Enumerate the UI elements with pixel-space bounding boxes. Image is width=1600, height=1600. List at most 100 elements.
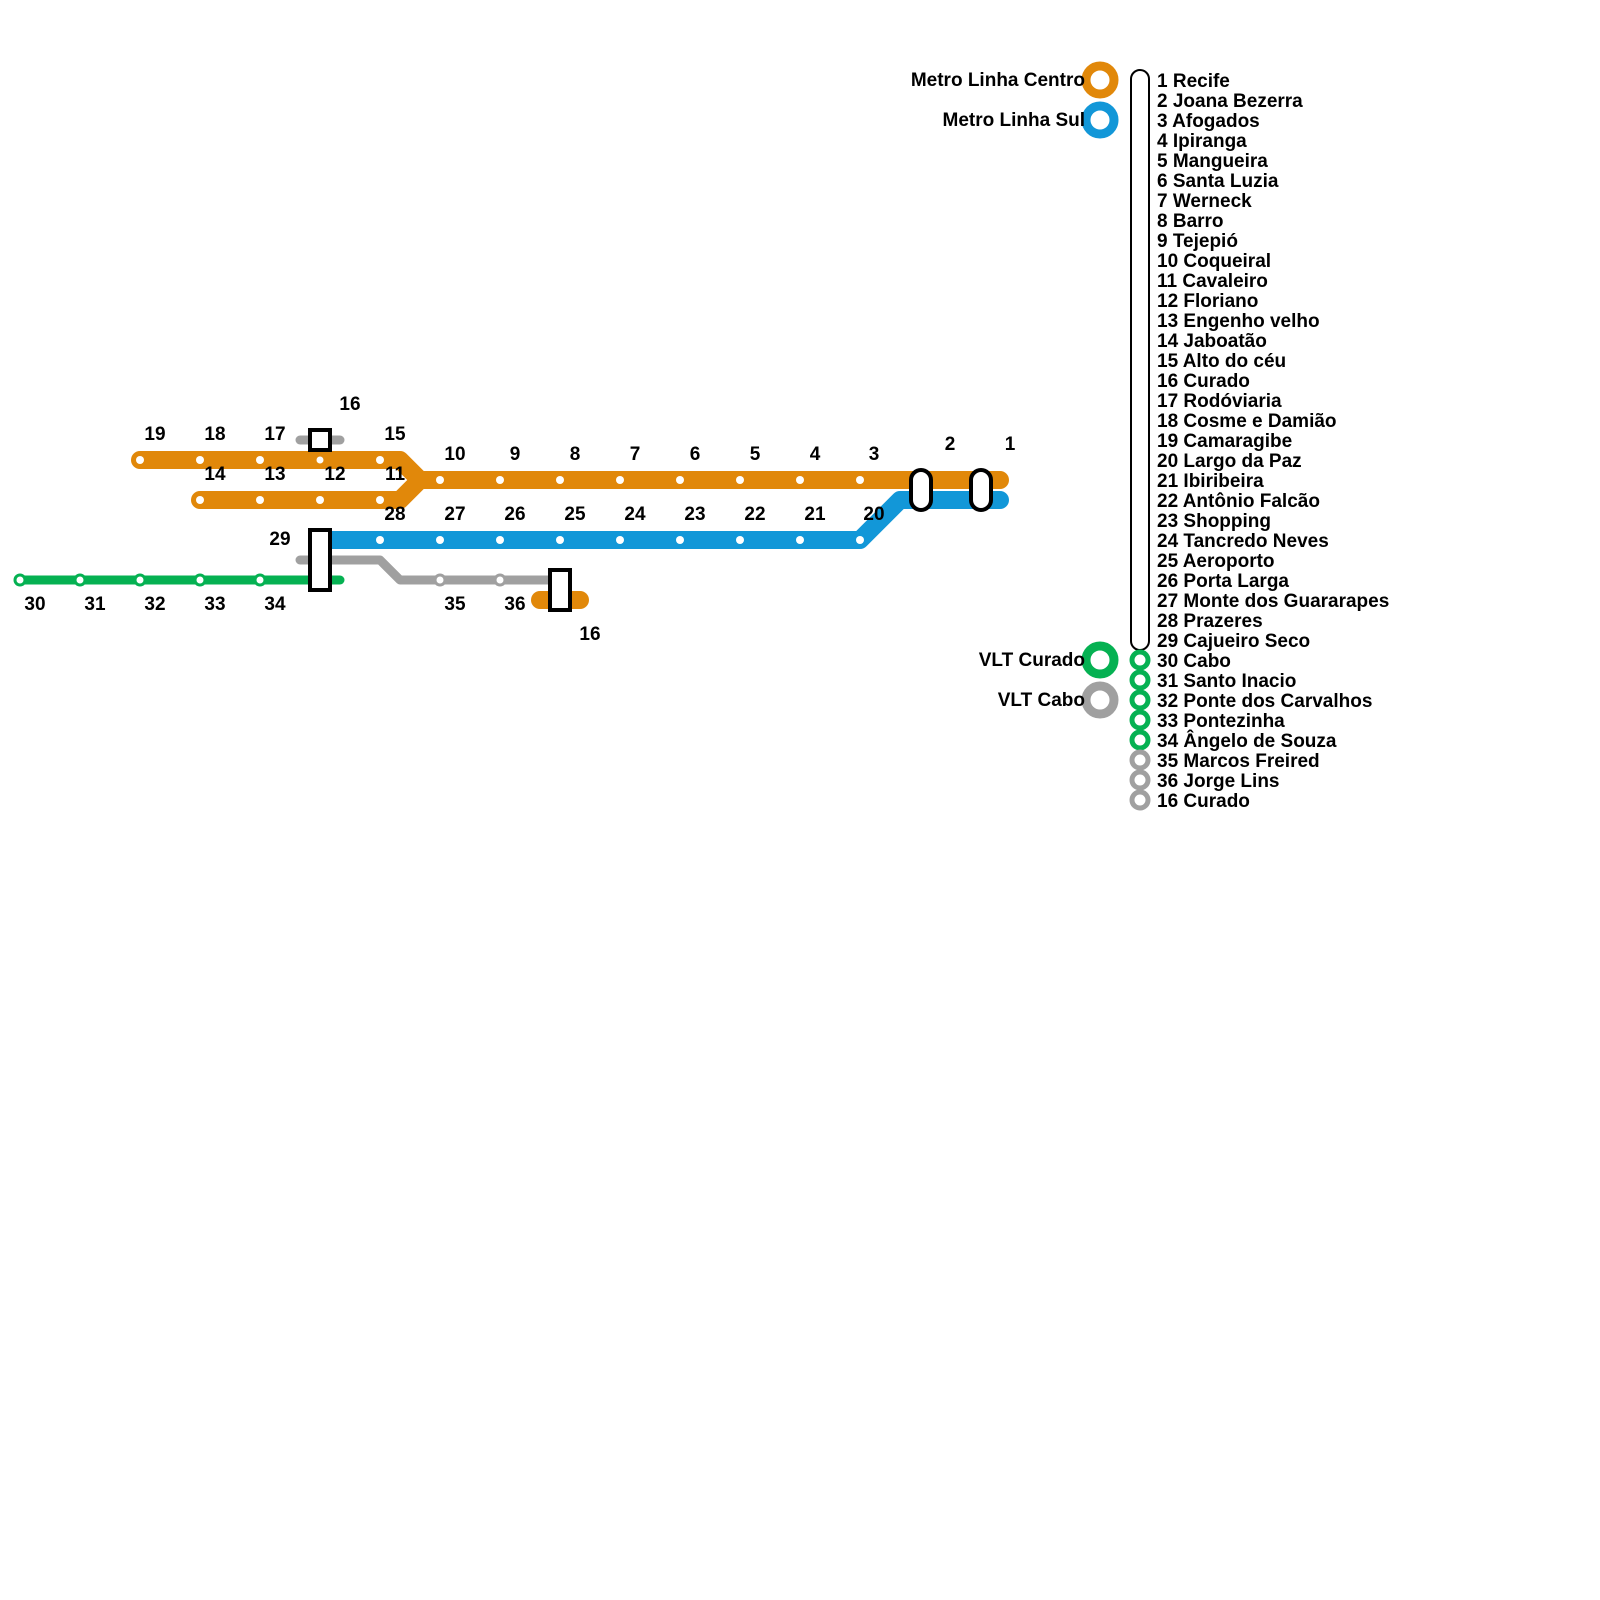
legend-station-marker [1129, 769, 1151, 791]
station-label-30[interactable]: 30 [24, 594, 45, 615]
station-label-22[interactable]: 22 [744, 504, 765, 525]
station-dot-36[interactable] [493, 573, 507, 587]
legend-centro-label: Metro Linha Centro [911, 70, 1085, 91]
legend-station-label: 5 Mangueira [1157, 151, 1268, 172]
station-dot-15[interactable] [376, 456, 384, 464]
station-label-15[interactable]: 15 [384, 424, 406, 445]
station-dot-10[interactable] [436, 476, 444, 484]
legend-station-label: 26 Porta Larga [1157, 571, 1289, 592]
station-dot-9[interactable] [496, 476, 504, 484]
station-label-3[interactable]: 3 [869, 444, 880, 465]
legend-station-marker [1129, 729, 1151, 751]
vlt-cabo-track [295, 555, 565, 585]
legend-station-marker [1129, 789, 1151, 811]
station-dot-21[interactable] [796, 536, 804, 544]
station-dot-4[interactable] [796, 476, 804, 484]
station-label-10[interactable]: 10 [444, 444, 465, 465]
station-dot-25[interactable] [556, 536, 564, 544]
station-label-17[interactable]: 17 [264, 424, 285, 445]
station-label-14[interactable]: 14 [204, 464, 226, 485]
station-dot-34[interactable] [253, 573, 267, 587]
legend-station-label: 22 Antônio Falcão [1157, 491, 1320, 512]
station-label-31[interactable]: 31 [84, 594, 106, 615]
station-dot-31[interactable] [73, 573, 87, 587]
station-dot-12[interactable] [316, 496, 324, 504]
station-dot-27[interactable] [436, 536, 444, 544]
station-label-32[interactable]: 32 [144, 594, 165, 615]
station-label-24[interactable]: 24 [624, 504, 646, 525]
station-dot-26[interactable] [496, 536, 504, 544]
legend-station-label: 3 Afogados [1157, 111, 1260, 132]
station-dot-22[interactable] [736, 536, 744, 544]
station-label-8[interactable]: 8 [570, 444, 581, 465]
centro-upper-branch [131, 451, 1009, 489]
station-label-12[interactable]: 12 [324, 464, 345, 485]
station-label-7[interactable]: 7 [630, 444, 641, 465]
station-dot-30[interactable] [13, 573, 27, 587]
legend-station-label: 18 Cosme e Damião [1157, 411, 1337, 432]
transfer-station-2[interactable] [909, 468, 933, 512]
station-dot-23[interactable] [676, 536, 684, 544]
station-dot-17[interactable] [256, 456, 264, 464]
station-label-4[interactable]: 4 [810, 444, 821, 465]
legend-station-label: 34 Ângelo de Souza [1157, 730, 1337, 752]
station-label-23[interactable]: 23 [684, 504, 705, 525]
station-dot-28[interactable] [376, 536, 384, 544]
legend-vlt-curado-marker [1081, 641, 1119, 679]
station-label-18[interactable]: 18 [204, 424, 225, 445]
station-dot-24[interactable] [616, 536, 624, 544]
station-label-36[interactable]: 36 [504, 594, 525, 615]
station-dot-20[interactable] [856, 536, 864, 544]
station-label-2[interactable]: 2 [945, 434, 956, 455]
station-dot-3[interactable] [856, 476, 864, 484]
transfers [308, 428, 993, 612]
legend-station-label: 36 Jorge Lins [1157, 771, 1280, 792]
legend-station-label: 21 Ibiribeira [1157, 471, 1264, 492]
station-label-13[interactable]: 13 [264, 464, 285, 485]
station-label-35[interactable]: 35 [444, 594, 466, 615]
transfer-station-1[interactable] [969, 468, 993, 512]
station-label-27[interactable]: 27 [444, 504, 465, 525]
station-label-16-top[interactable]: 16 [339, 394, 360, 415]
station-label-20[interactable]: 20 [863, 504, 884, 525]
station-label-28[interactable]: 28 [384, 504, 405, 525]
transfer-station-16-bottom[interactable] [548, 568, 572, 612]
station-label-19[interactable]: 19 [144, 424, 165, 445]
station-label-1[interactable]: 1 [1005, 434, 1016, 455]
legend-vlt-cabo-label: VLT Cabo [998, 690, 1085, 711]
station-label-26[interactable]: 26 [504, 504, 525, 525]
station-dot-5[interactable] [736, 476, 744, 484]
station-label-16-bottom[interactable]: 16 [579, 624, 600, 645]
station-dot-16[interactable] [313, 453, 327, 467]
legend-station-label: 30 Cabo [1157, 651, 1231, 672]
station-dot-33[interactable] [193, 573, 207, 587]
station-dot-6[interactable] [676, 476, 684, 484]
station-dot-18[interactable] [196, 456, 204, 464]
station-dot-19[interactable] [136, 456, 144, 464]
station-dot-32[interactable] [133, 573, 147, 587]
transfer-station-16-top[interactable] [308, 428, 332, 452]
legend-station-marker [1129, 689, 1151, 711]
legend-sul-label: Metro Linha Sul [943, 110, 1086, 131]
station-label-11[interactable]: 11 [385, 464, 406, 485]
station-dot-8[interactable] [556, 476, 564, 484]
centro-lower-branch [191, 471, 429, 509]
legend-vlt-cabo-marker [1081, 681, 1119, 719]
station-label-33[interactable]: 33 [204, 594, 225, 615]
station-label-9[interactable]: 9 [510, 444, 521, 465]
station-label-5[interactable]: 5 [750, 444, 761, 465]
legend-station-marker [1129, 749, 1151, 771]
station-dot-13[interactable] [256, 496, 264, 504]
station-label-25[interactable]: 25 [564, 504, 586, 525]
station-dot-35[interactable] [433, 573, 447, 587]
station-label-29[interactable]: 29 [269, 529, 290, 550]
transfer-station-29[interactable] [308, 528, 332, 592]
station-dot-11[interactable] [376, 496, 384, 504]
station-dot-14[interactable] [196, 496, 204, 504]
station-label-21[interactable]: 21 [804, 504, 826, 525]
station-dot-7[interactable] [616, 476, 624, 484]
station-label-34[interactable]: 34 [264, 594, 286, 615]
legend-station-label: 25 Aeroporto [1157, 551, 1275, 572]
station-label-6[interactable]: 6 [690, 444, 701, 465]
